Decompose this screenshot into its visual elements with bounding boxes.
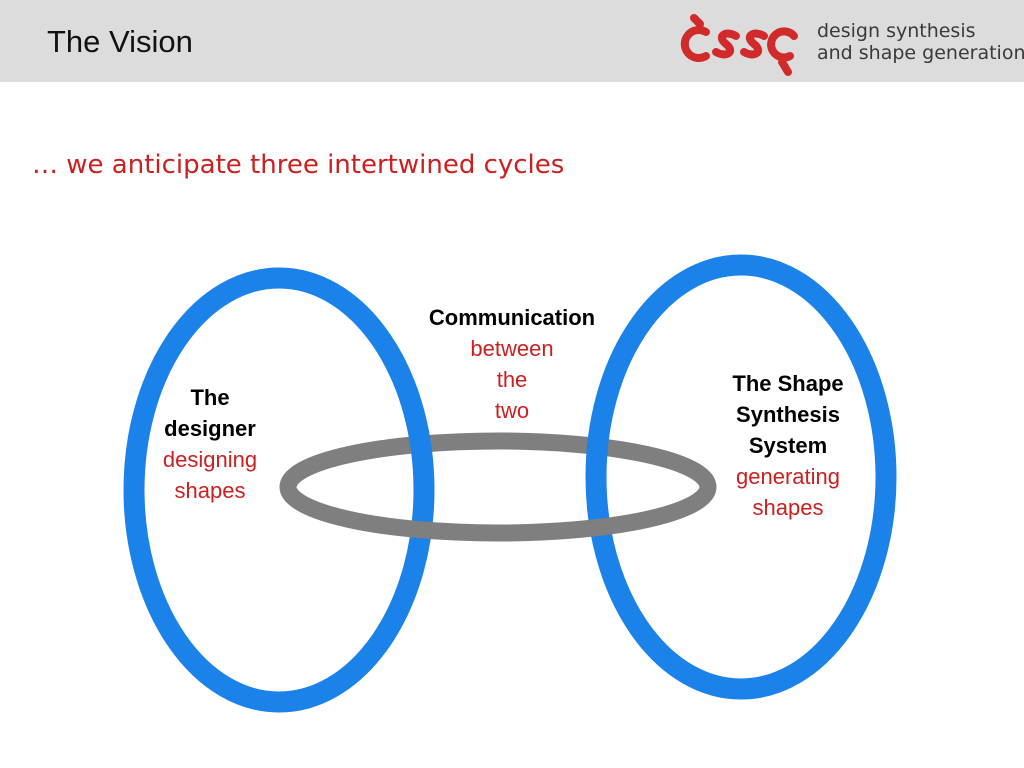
shape-system-desc-line-1: generating bbox=[736, 464, 840, 489]
communication-title: Communication bbox=[428, 305, 596, 330]
designer-desc-line-1: designing bbox=[162, 447, 258, 472]
designer-title-line-2: designer bbox=[164, 416, 256, 441]
communication-desc-line-2: the bbox=[496, 367, 528, 392]
slide-subtitle: … we anticipate three intertwined cycles bbox=[32, 150, 565, 180]
logo-wordmark: design synthesis and shape generation bbox=[817, 20, 1024, 64]
shape-system-cycle bbox=[585, 254, 897, 700]
slide-title: The Vision bbox=[47, 24, 193, 59]
logo-text-line-2: and shape generation bbox=[817, 42, 1024, 64]
header-bar bbox=[0, 0, 1024, 82]
communication-desc-line-1: between bbox=[470, 336, 554, 361]
shape-system-title-line-1: The Shape bbox=[732, 371, 844, 396]
communication-desc-line-3: two bbox=[494, 398, 530, 423]
cssc-logo-icon bbox=[680, 14, 798, 76]
communication-label: Communication between the two bbox=[412, 302, 612, 426]
shape-system-label: The Shape Synthesis System generating sh… bbox=[708, 368, 868, 523]
shape-system-desc-line-2: shapes bbox=[752, 495, 824, 520]
communication-ring-front bbox=[279, 485, 717, 542]
designer-label: The designer designing shapes bbox=[140, 382, 280, 506]
shape-system-title-line-3: System bbox=[748, 433, 828, 458]
designer-desc-line-2: shapes bbox=[174, 478, 246, 503]
communication-ring-back bbox=[279, 432, 717, 489]
shape-system-title-line-2: Synthesis bbox=[736, 402, 840, 427]
designer-title-line-1: The bbox=[190, 385, 230, 410]
designer-cycle bbox=[123, 267, 435, 713]
logo-text-line-1: design synthesis bbox=[817, 20, 976, 42]
